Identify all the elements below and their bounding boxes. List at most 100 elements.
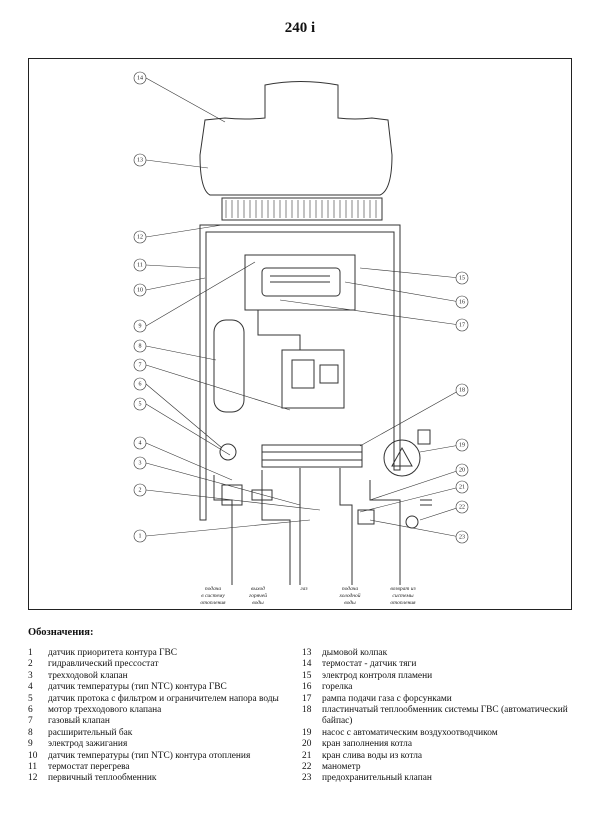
legend-number: 14 <box>302 659 312 670</box>
legend-text: кран заполнения котла <box>322 739 412 750</box>
callout-3: 3 <box>139 460 142 466</box>
legend-text: мотор трехходового клапана <box>48 705 162 716</box>
legend-item: 20 кран заполнения котла <box>302 739 582 750</box>
diagram-title: 240 i <box>284 20 316 36</box>
manometer-dial <box>405 515 419 529</box>
legend-number: 21 <box>302 750 312 761</box>
callout-5: 5 <box>139 401 142 407</box>
legend-text: датчик протока с фильтром и ограничителе… <box>48 693 279 704</box>
flow-sensor <box>219 443 237 461</box>
callout-13: 13 <box>137 157 143 163</box>
legend-number: 8 <box>28 727 33 738</box>
combustion-chamber <box>244 254 356 311</box>
legend-text: датчик температуры (тип NTC) контура ото… <box>48 750 251 761</box>
legend-item: 15 электрод контроля пламени <box>302 671 582 682</box>
callout-9: 9 <box>139 323 142 329</box>
callout-10: 10 <box>137 287 143 293</box>
legend-number: 22 <box>302 762 312 773</box>
legend-text: гидравлический прессостат <box>48 659 159 670</box>
legend-number: 20 <box>302 739 312 750</box>
conn-cold-water-3: воды <box>344 599 356 606</box>
conn-cold-water-2: холодной <box>338 592 360 599</box>
legend-item: 5 датчик протока с фильтром и ограничител… <box>28 694 298 705</box>
legend-text: датчик приоритета контура ГВС <box>48 648 178 658</box>
legend-text: насос с автоматическим воздухоотводчиком <box>322 727 498 738</box>
legend-number: 15 <box>302 670 312 681</box>
legend-number: 1 <box>28 648 33 658</box>
conn-hot-water-3: воды <box>252 599 264 606</box>
flue-hood <box>199 81 393 196</box>
callout-15: 15 <box>459 275 465 281</box>
callout-23: 23 <box>459 534 465 540</box>
legend-number: 9 <box>28 739 33 750</box>
plate-heat-exchanger <box>261 444 363 468</box>
legend-number: 23 <box>302 773 312 784</box>
legend-number: 4 <box>28 682 33 693</box>
callout-8: 8 <box>139 343 142 349</box>
legend-text: кран слива воды из котла <box>322 750 423 761</box>
legend-number: 11 <box>28 762 38 773</box>
legend-text: рампа подачи газа с форсунками <box>322 693 452 704</box>
lower-plumbing <box>213 468 401 585</box>
legend-text: термостат перегрева <box>48 762 130 773</box>
legend-number: 17 <box>302 693 312 704</box>
legend-item: 6 мотор трехходового клапана <box>28 705 298 716</box>
legend-text: дымовой колпак <box>322 648 388 658</box>
callout-4: 4 <box>139 440 142 446</box>
callout-16: 16 <box>459 299 465 305</box>
boiler-schematic: 14 13 12 11 10 9 8 7 6 5 4 3 2 1 15 16 1… <box>133 71 469 606</box>
conn-cold-water-1: подача <box>342 585 359 592</box>
legend-number: 2 <box>28 659 33 670</box>
legend-number: 3 <box>28 670 33 681</box>
callout-20: 20 <box>459 467 465 473</box>
legend-text: манометр <box>322 762 361 773</box>
legend-item: 9 электрод зажигания <box>28 739 298 750</box>
legend-item: 3 трехходовой клапан <box>28 671 298 682</box>
conn-heating-return-1: возврат из <box>390 586 415 592</box>
conn-heating-return-3: отопления <box>390 600 416 606</box>
callout-7: 7 <box>139 362 142 368</box>
conn-hot-water-2: горячей <box>249 592 267 599</box>
callout-11: 11 <box>137 262 143 268</box>
conn-heating-supply-3: отопления <box>200 600 226 606</box>
legend-item: 21 кран слива воды из котла <box>302 751 582 762</box>
legend-text: расширительный бак <box>48 727 133 738</box>
legend-item: 13 дымовой колпак <box>302 648 582 659</box>
legend-number: 5 <box>28 693 33 704</box>
callout-2: 2 <box>139 487 142 493</box>
legend-text: электрод контроля пламени <box>322 670 433 681</box>
pump <box>383 439 421 477</box>
callout-17: 17 <box>459 322 465 328</box>
legend-number: 18 <box>302 705 312 716</box>
legend-item: 8 расширительный бак <box>28 728 298 739</box>
legend-text: электрод зажигания <box>48 739 128 750</box>
legend-title: Обозначения: <box>28 627 94 638</box>
legend-item: 22 манометр <box>302 762 582 773</box>
burner <box>261 267 341 297</box>
legend-text: пластинчатый теплообменник системы ГВС (… <box>322 705 568 727</box>
callout-1: 1 <box>139 533 142 539</box>
expansion-tank <box>213 319 245 413</box>
gas-valve <box>281 349 345 409</box>
conn-heating-supply-2: в систему <box>201 593 225 599</box>
legend-text: трехходовой клапан <box>48 670 128 681</box>
legend-number: 12 <box>28 773 38 784</box>
legend-left-column: 1 датчик приоритета контура ГВС 2 гидравли… <box>28 648 298 785</box>
conn-gas: газ <box>300 586 307 592</box>
legend-number: 6 <box>28 705 33 716</box>
conn-hot-water-1: выход <box>251 585 265 592</box>
conn-heating-return-2: системы <box>392 593 413 599</box>
gas-pipe <box>257 310 301 350</box>
callout-14: 14 <box>137 75 143 81</box>
legend-number: 13 <box>302 648 312 658</box>
air-vent <box>417 429 431 445</box>
conn-heating-supply-1: подача <box>205 585 222 592</box>
diagram-frame <box>28 58 572 610</box>
callout-12: 12 <box>137 234 143 240</box>
